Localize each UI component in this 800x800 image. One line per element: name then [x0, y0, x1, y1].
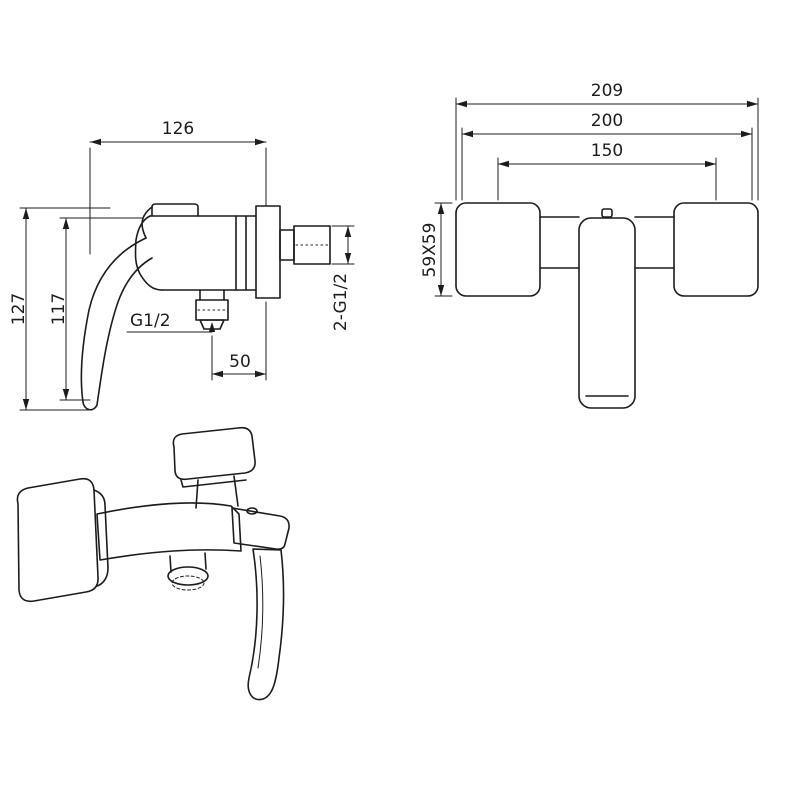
dim-label-200: 200 [591, 111, 623, 131]
dimension-body-height-117: 117 [49, 217, 143, 401]
handle-3d-blade-line [257, 555, 264, 669]
inlet-thread-outline [293, 225, 331, 265]
cartridge-boss [151, 203, 199, 217]
dim-label-59x59: 59X59 [420, 223, 440, 278]
wall-plate-side [255, 205, 281, 299]
dimension-width-126: 126 [89, 119, 267, 255]
top-connector-left [195, 479, 199, 509]
body-front-edge [134, 215, 163, 291]
body-3d [96, 502, 242, 561]
side-view-faucet-outline [80, 203, 331, 411]
right-escutcheon [673, 202, 759, 297]
dim-label-127: 127 [9, 293, 29, 325]
front-view-faucet-outline [455, 202, 759, 409]
front-view: 209 200 150 59X59 [420, 81, 759, 409]
handle-side [80, 237, 153, 411]
outlet-3d-left [169, 555, 172, 573]
side-view: 126 127 117 G1/2 [9, 119, 355, 411]
dimension-total-height-127: 127 [9, 207, 111, 411]
handle-3d-blade [247, 548, 285, 701]
leader-bottom-thread: G1/2 [126, 311, 216, 333]
dimension-outlet-offset-50: 50 [211, 301, 267, 381]
left-flange [16, 477, 99, 603]
top-connector-right [233, 475, 239, 507]
nipple-step [279, 229, 295, 261]
outlet-tip [199, 319, 225, 330]
outlet-3d-right [204, 552, 207, 570]
dim-label-2g12: 2-G1/2 [331, 273, 351, 331]
dim-label-50: 50 [229, 352, 251, 372]
dimension-total-width-209: 209 [455, 81, 759, 201]
top-flange [172, 426, 256, 481]
label-g12: G1/2 [130, 311, 171, 331]
dim-label-126: 126 [162, 119, 194, 139]
outlet-3d-thread [167, 566, 209, 586]
dim-label-117: 117 [49, 293, 69, 325]
outlet-3d-thread-inner [171, 575, 205, 591]
handle-front [578, 217, 636, 409]
left-escutcheon [455, 202, 541, 297]
dim-label-209: 209 [591, 81, 623, 101]
perspective-view [16, 426, 290, 701]
dimension-body-width-200: 200 [461, 111, 753, 201]
dim-label-150: 150 [591, 141, 623, 161]
handle-root [141, 206, 153, 239]
top-flange-thickness [180, 479, 247, 488]
top-screw [601, 208, 613, 218]
left-flange-thickness [93, 489, 109, 587]
dimension-plate-size: 59X59 [420, 202, 453, 297]
dimension-side-thread: 2-G1/2 [331, 225, 355, 331]
dimension-hole-centers-150: 150 [497, 141, 717, 201]
